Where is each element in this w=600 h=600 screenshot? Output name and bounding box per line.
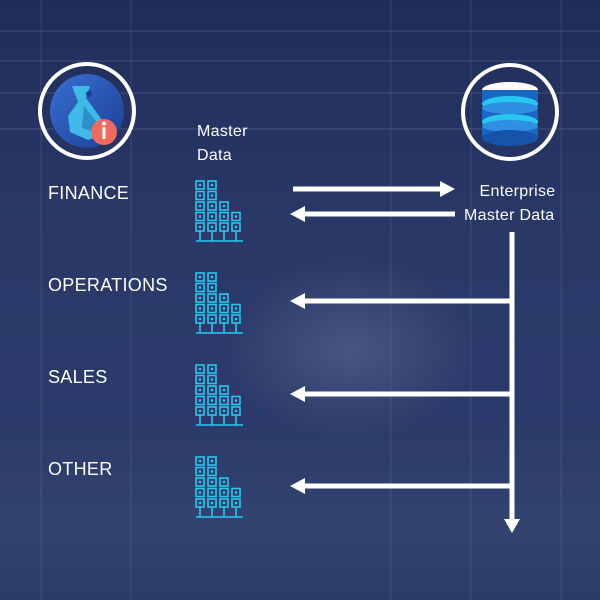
app-info-logo-icon <box>38 62 136 160</box>
master-data-label-line1: Master <box>197 123 248 140</box>
data-grid-icon <box>195 364 243 426</box>
data-grid-icon <box>195 456 243 518</box>
enterprise-label-line1: Enterprise <box>479 183 556 200</box>
department-operations: OPERATIONS <box>48 275 168 295</box>
data-grid-icon <box>195 180 243 242</box>
database-icon <box>461 63 559 161</box>
department-other: OTHER <box>48 459 113 479</box>
arrowhead-right <box>440 181 455 197</box>
arrowhead-down <box>504 519 520 533</box>
arrowhead-left <box>290 206 305 222</box>
arrowhead-left <box>290 386 305 402</box>
enterprise-label-line2: Master Data <box>464 207 555 224</box>
department-finance: FINANCE <box>48 183 130 203</box>
master-data-label-line2: Data <box>197 147 232 164</box>
arrowhead-left <box>290 478 305 494</box>
department-sales: SALES <box>48 367 108 387</box>
data-grid-icon <box>195 272 243 334</box>
arrowhead-left <box>290 293 305 309</box>
